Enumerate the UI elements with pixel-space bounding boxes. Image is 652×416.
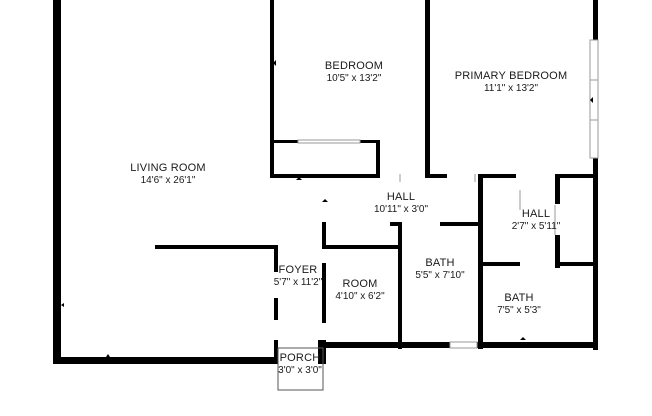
room-dimensions: 2'7" x 5'11" [511,221,561,232]
room-label-foyer: FOYER 5'7" x 11'2" [274,264,323,289]
room-label-bath-right: BATH 7'5" x 5'3" [497,292,541,317]
room-name: BATH [425,257,455,269]
porch [277,347,324,391]
room-dimensions: 5'5" x 7'10" [415,270,465,281]
room-name: BEDROOM [324,60,384,72]
room-name: FOYER [278,264,318,276]
room-name: HALL [386,191,416,203]
room-dimensions: 7'5" x 5'3" [497,305,541,316]
room-label-bath-center: BATH 5'5" x 7'10" [415,257,464,282]
room-name: PORCH [279,352,321,364]
room-label-hall-small: HALL 2'7" x 5'11" [512,208,561,233]
room-name: PRIMARY BEDROOM [454,70,568,82]
room-dimensions: 4'10" x 6'2" [335,291,385,302]
room-name: BATH [504,292,534,304]
room-label-bedroom: BEDROOM 10'5" x 13'2" [325,60,383,85]
room-label-porch: PORCH 3'0" x 3'0" [278,352,322,377]
doors [399,174,556,235]
room-label-hall: HALL 10'11" x 3'0" [374,191,428,216]
room-label-primary-bedroom: PRIMARY BEDROOM 11'1" x 13'2" [455,70,568,95]
windows [297,39,599,349]
room-dimensions: 5'7" x 11'2" [273,277,323,288]
room-name: LIVING ROOM [130,162,206,174]
exterior-walls [53,0,598,364]
room-label-room: ROOM 4'10" x 6'2" [335,278,384,303]
room-dimensions: 10'5" x 13'2" [326,73,382,84]
room-name: ROOM [342,278,378,290]
room-label-living-room: LIVING ROOM 14'6" x 26'1" [130,162,206,187]
room-name: HALL [521,208,551,220]
markers [61,60,593,357]
room-dimensions: 3'0" x 3'0" [278,365,322,376]
room-dimensions: 11'1" x 13'2" [483,83,539,94]
room-dimensions: 10'11" x 3'0" [373,204,429,215]
room-dimensions: 14'6" x 26'1" [140,175,196,186]
